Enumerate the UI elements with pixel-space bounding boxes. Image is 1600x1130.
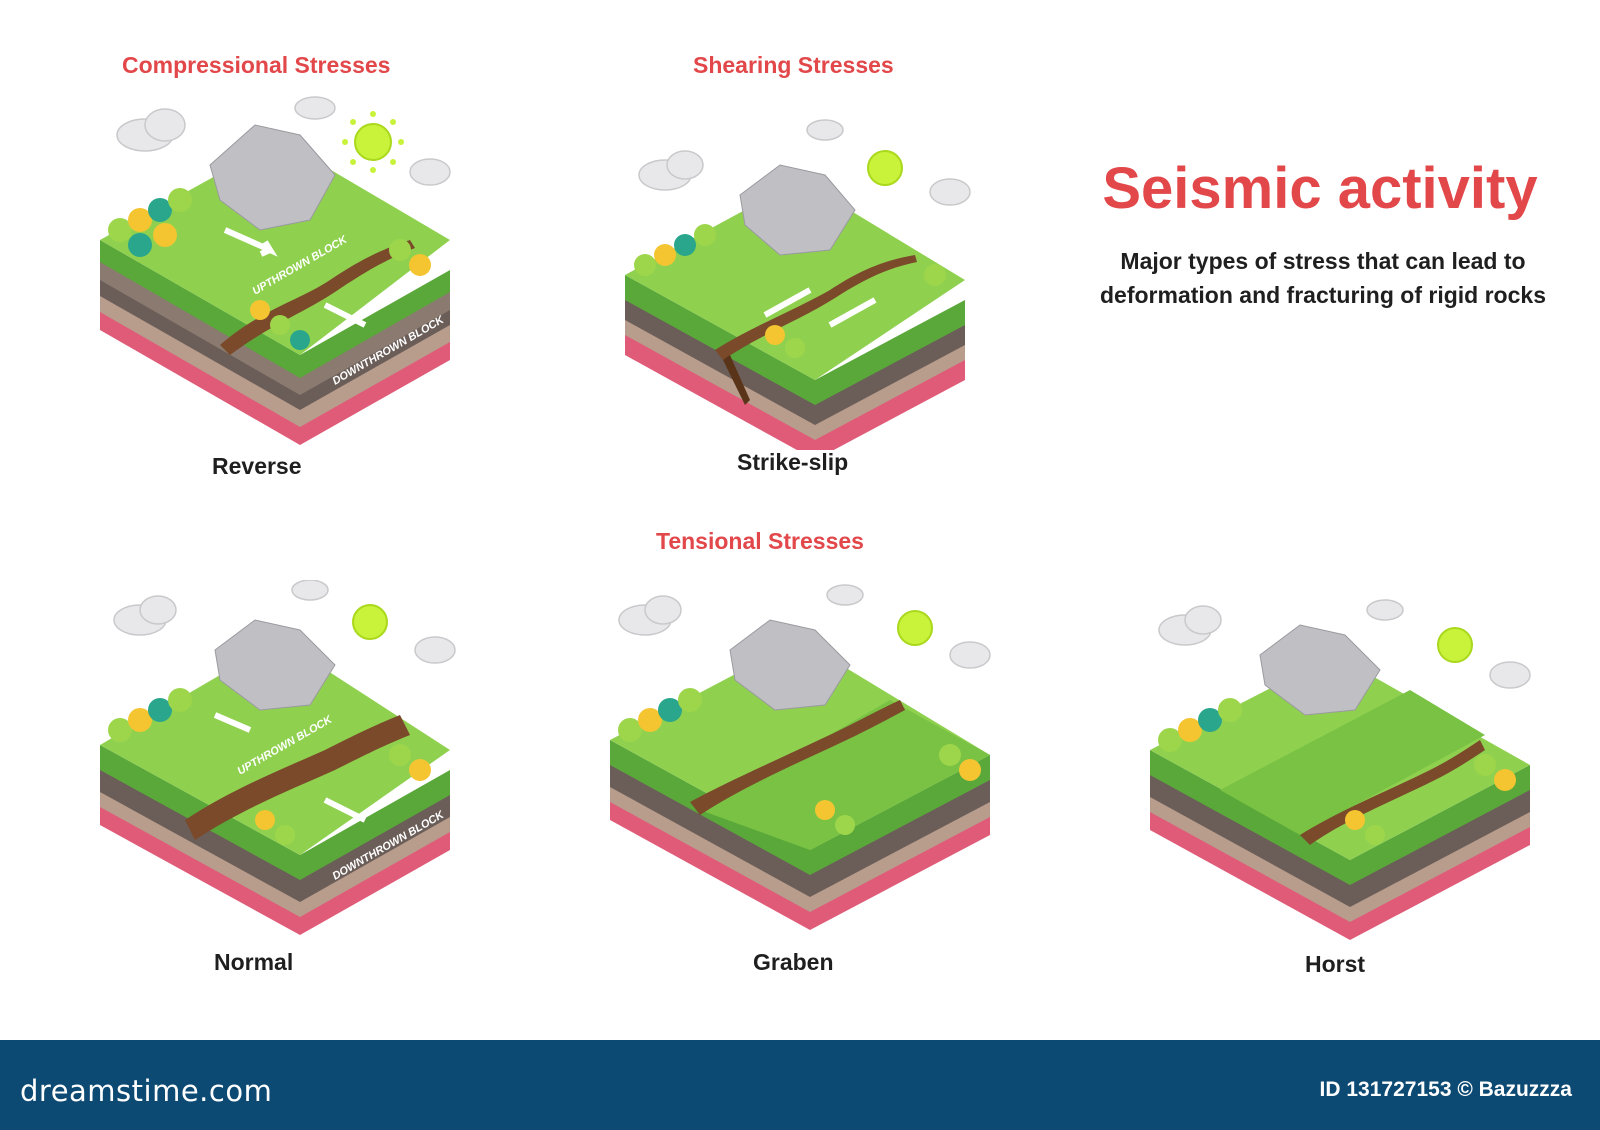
normal-fault-diagram: UPTHROWN BLOCK DOWNTHROWN BLOCK [100,580,456,935]
caption-graben: Graben [753,949,834,975]
tree-group [108,188,431,350]
main-subtitle: Major types of stress that can lead to d… [1100,248,1546,308]
strike-slip-fault-diagram [625,119,971,450]
caption-horst: Horst [1305,951,1366,977]
group-title-tensional: Tensional Stresses [656,528,864,554]
sun-icon [867,150,903,186]
caption-normal: Normal [214,949,294,975]
graben-fault-diagram [610,584,991,930]
group-title-compressional: Compressional Stresses [122,52,391,78]
cloud-icon [113,580,456,664]
group-title-shearing: Shearing Stresses [693,52,894,78]
sun-icon [897,610,933,646]
cloud-icon [116,108,186,152]
cloud-icon [618,584,991,669]
cloud-icon [1158,599,1531,689]
footer-id-credit: ID 131727153 © Bazuzzza [1319,1078,1572,1101]
sun-icon [1437,627,1473,663]
main-title: Seismic activity [1102,156,1538,221]
footer-bar: dreamstime.com ID 131727153 © Bazuzzza [0,1040,1600,1130]
sun-icon [352,604,388,640]
cloud-icon [294,96,451,186]
footer-brand: dreamstime.com [20,1074,273,1108]
caption-reverse: Reverse [212,453,302,479]
caption-strike-slip: Strike-slip [737,449,849,475]
horst-fault-diagram [1150,599,1531,940]
sun-icon [342,111,404,173]
cloud-icon [638,119,971,206]
reverse-fault-diagram: UPTHROWN BLOCK DOWNTHROWN BLOCK [100,96,451,445]
